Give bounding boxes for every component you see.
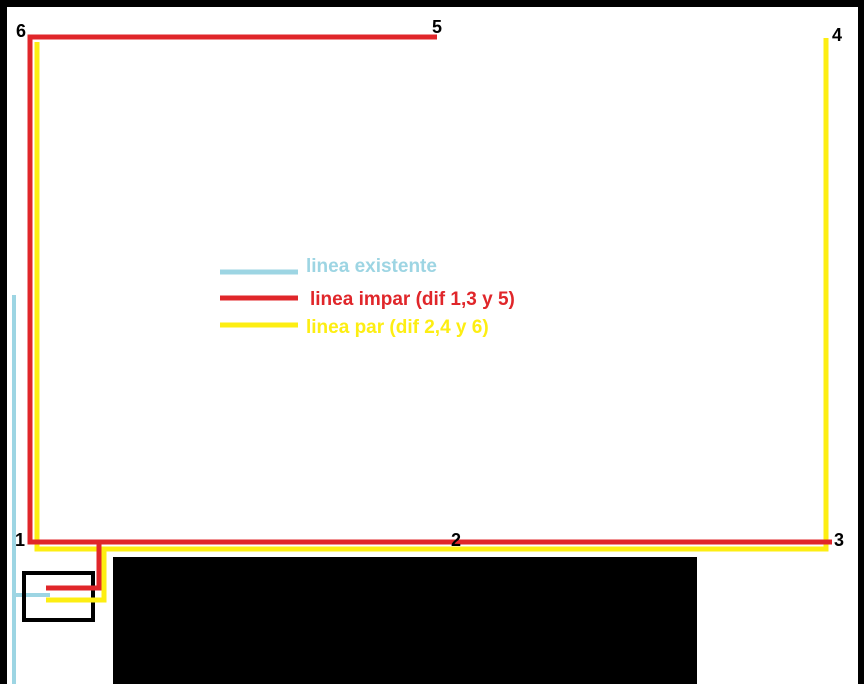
point-label-5: 5 xyxy=(432,17,442,37)
odd-line-route xyxy=(27,34,437,591)
even-line-bottom xyxy=(104,38,829,552)
legend-label-existing: linea existente xyxy=(306,256,437,277)
black-block xyxy=(113,557,697,684)
panel-box xyxy=(22,571,95,622)
point-label-6: 6 xyxy=(16,21,26,41)
legend: linea existente linea impar (dif 1,3 y 5… xyxy=(220,256,515,338)
point-label-3: 3 xyxy=(834,530,844,550)
legend-label-odd: linea impar (dif 1,3 y 5) xyxy=(310,289,515,310)
point-label-4: 4 xyxy=(832,25,842,45)
point-label-1: 1 xyxy=(15,530,25,550)
point-label-2: 2 xyxy=(451,530,461,550)
legend-label-even: linea par (dif 2,4 y 6) xyxy=(306,317,489,338)
